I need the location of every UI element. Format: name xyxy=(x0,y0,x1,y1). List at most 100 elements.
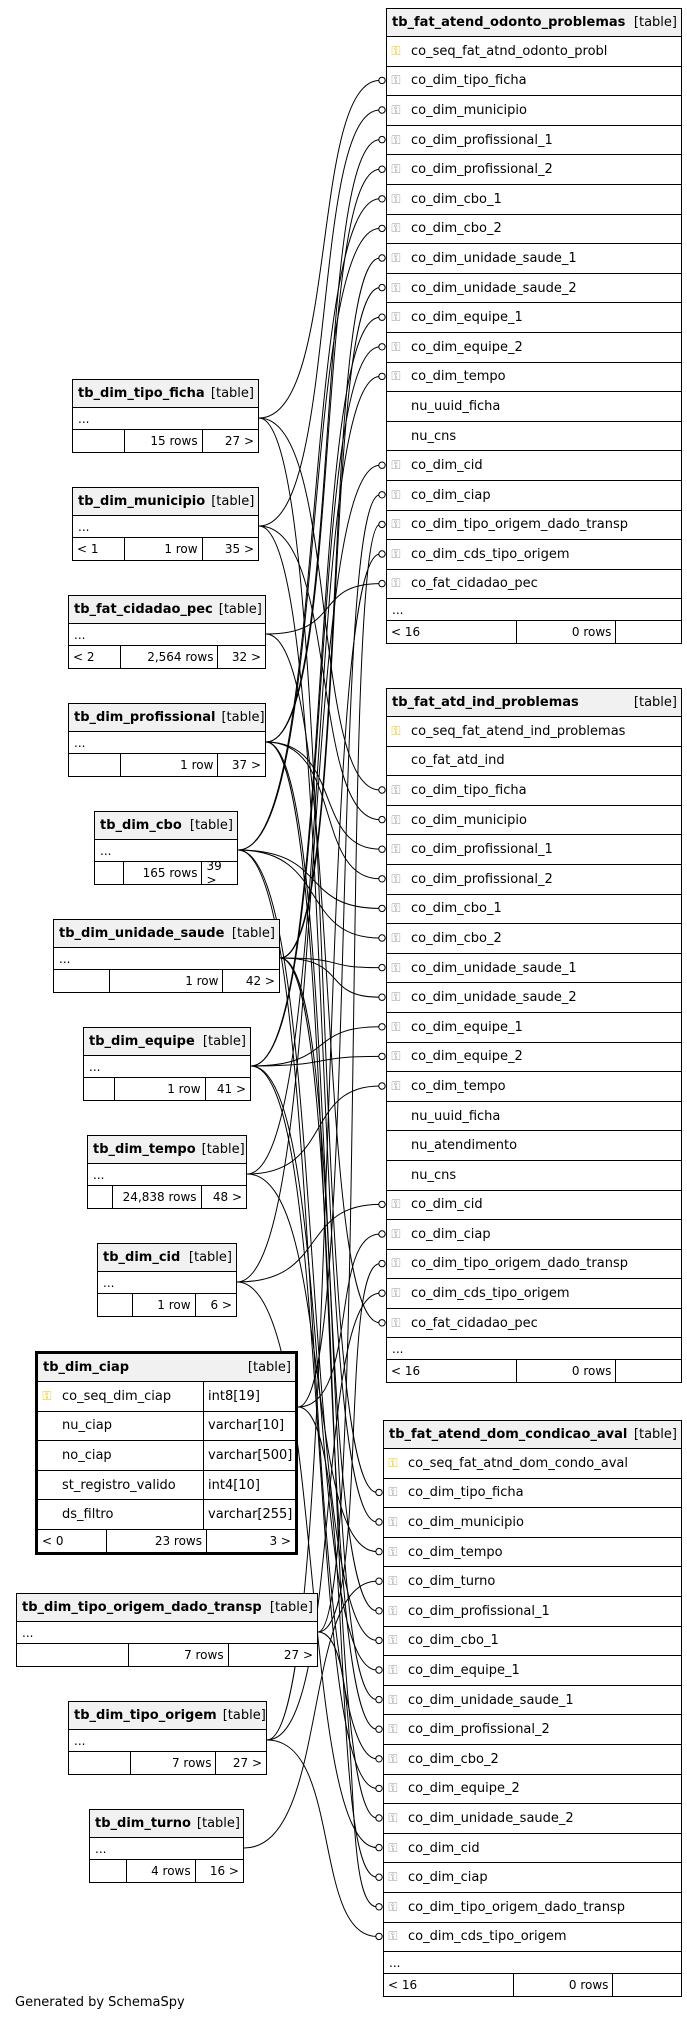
column-name[interactable]: co_dim_municipio xyxy=(411,812,527,828)
column-row[interactable]: ⚿co_dim_unidade_saude_2 xyxy=(387,274,681,304)
column-name[interactable]: co_dim_profissional_2 xyxy=(408,1722,550,1738)
table-header[interactable]: tb_dim_tipo_origem_dado_transp[table] xyxy=(17,1594,317,1622)
column-name[interactable]: co_dim_cid xyxy=(408,1840,480,1856)
column-name[interactable]: co_dim_tipo_ficha xyxy=(411,782,527,798)
column-name[interactable]: co_dim_tipo_origem_dado_transp xyxy=(411,1256,628,1272)
parent-count[interactable] xyxy=(98,1294,132,1316)
column-name[interactable]: nu_cns xyxy=(411,428,457,444)
child-count[interactable]: 42 > xyxy=(222,970,279,992)
column-row[interactable]: ⚿co_dim_tipo_ficha xyxy=(387,67,681,97)
column-row[interactable]: ⚿co_dim_municipio xyxy=(384,1508,681,1538)
column-name[interactable]: co_dim_tempo xyxy=(411,1078,506,1094)
table-name[interactable]: tb_dim_tempo xyxy=(93,1142,196,1157)
table-header[interactable]: tb_dim_cbo[table] xyxy=(95,812,237,840)
column-name[interactable]: co_dim_equipe_2 xyxy=(411,1049,523,1065)
column-row[interactable]: ⚿co_dim_turno xyxy=(384,1567,681,1597)
column-row[interactable]: ⚿co_dim_cbo_2 xyxy=(387,215,681,245)
column-name[interactable]: co_fat_cidadao_pec xyxy=(411,576,538,592)
column-name[interactable]: co_dim_cbo_2 xyxy=(411,221,502,237)
column-name[interactable]: co_dim_tempo xyxy=(411,369,506,385)
column-row[interactable]: ⚿co_dim_profissional_1 xyxy=(387,835,681,865)
child-count[interactable]: 27 > xyxy=(215,1752,266,1774)
table-name[interactable]: tb_dim_cbo xyxy=(100,818,182,833)
table-name[interactable]: tb_dim_tipo_origem_dado_transp xyxy=(22,1600,262,1615)
column-name[interactable]: st_registro_valido xyxy=(62,1477,176,1493)
column-name[interactable]: co_dim_tipo_origem_dado_transp xyxy=(408,1899,625,1915)
column-name[interactable]: co_seq_dim_ciap xyxy=(62,1388,172,1404)
column-name[interactable]: co_dim_equipe_1 xyxy=(411,310,523,326)
child-count[interactable]: 16 > xyxy=(194,1860,243,1882)
parent-count[interactable]: < 2 xyxy=(73,650,95,664)
column-name[interactable]: co_dim_cbo_2 xyxy=(411,930,502,946)
column-name[interactable]: co_dim_unidade_saude_1 xyxy=(408,1692,574,1708)
parent-count[interactable] xyxy=(88,1186,112,1208)
table-header[interactable]: tb_dim_ciap[table] xyxy=(38,1354,295,1382)
column-row[interactable]: ⚿co_seq_fat_atend_ind_problemas xyxy=(387,717,681,747)
child-count[interactable]: 27 > xyxy=(201,430,258,452)
child-count[interactable]: 41 > xyxy=(204,1078,250,1100)
column-name[interactable]: co_dim_cbo_2 xyxy=(408,1751,499,1767)
parent-count[interactable]: < 16 xyxy=(388,1978,418,1993)
column-name[interactable]: co_seq_fat_atnd_odonto_probl xyxy=(411,43,608,59)
column-name[interactable]: co_dim_tempo xyxy=(408,1544,503,1560)
column-row[interactable]: ⚿co_dim_equipe_2 xyxy=(387,333,681,363)
column-name[interactable]: co_dim_cds_tipo_origem xyxy=(411,1286,570,1302)
table-header[interactable]: tb_fat_atend_odonto_problemas[table] xyxy=(387,9,681,37)
child-count[interactable]: 6 > xyxy=(194,1294,236,1316)
column-name[interactable]: nu_ciap xyxy=(62,1418,112,1434)
column-name[interactable]: co_dim_cds_tipo_origem xyxy=(408,1929,567,1945)
table-header[interactable]: tb_dim_tempo[table] xyxy=(88,1136,246,1164)
column-name[interactable]: co_dim_equipe_1 xyxy=(411,1019,523,1035)
column-row[interactable]: ⚿co_dim_cbo_2 xyxy=(384,1745,681,1775)
column-name[interactable]: co_fat_cidadao_pec xyxy=(411,1315,538,1331)
column-name[interactable]: co_dim_municipio xyxy=(411,102,527,118)
column-name[interactable]: co_dim_municipio xyxy=(408,1514,524,1530)
column-name[interactable]: nu_uuid_ficha xyxy=(411,398,501,414)
table-header[interactable]: tb_dim_equipe[table] xyxy=(84,1028,250,1056)
column-row[interactable]: ⚿co_dim_cbo_1 xyxy=(387,895,681,925)
column-name[interactable]: co_dim_profissional_1 xyxy=(408,1603,550,1619)
column-row[interactable]: ⚿co_seq_fat_atnd_odonto_probl xyxy=(387,37,681,67)
column-name[interactable]: co_dim_cds_tipo_origem xyxy=(411,546,570,562)
column-row[interactable]: ⚿co_dim_equipe_1 xyxy=(387,303,681,333)
column-row[interactable]: ⚿co_fat_cidadao_pec xyxy=(387,1309,681,1339)
column-name[interactable]: co_dim_unidade_saude_2 xyxy=(411,990,577,1006)
column-name[interactable]: co_dim_cid xyxy=(411,1197,483,1213)
parent-count[interactable] xyxy=(69,1752,130,1774)
column-row[interactable]: ⚿co_dim_tipo_ficha xyxy=(384,1479,681,1509)
column-row[interactable]: ⚿co_fat_cidadao_pec xyxy=(387,570,681,600)
column-row[interactable]: ⚿co_dim_unidade_saude_1 xyxy=(387,954,681,984)
table-name[interactable]: tb_dim_tipo_origem xyxy=(74,1708,217,1723)
child-count[interactable]: 3 > xyxy=(206,1529,295,1552)
column-row[interactable]: nu_cns xyxy=(387,422,681,452)
parent-count[interactable] xyxy=(17,1644,128,1666)
table-header[interactable]: tb_fat_cidadao_pec[table] xyxy=(69,596,265,624)
column-name[interactable]: co_dim_tipo_origem_dado_transp xyxy=(411,517,628,533)
column-row[interactable]: ⚿co_dim_cbo_2 xyxy=(387,924,681,954)
column-row[interactable]: nu_atendimento xyxy=(387,1131,681,1161)
column-name[interactable]: co_dim_cid xyxy=(411,458,483,474)
column-row[interactable]: ⚿co_dim_unidade_saude_2 xyxy=(384,1804,681,1834)
table-header[interactable]: tb_dim_profissional[table] xyxy=(69,704,265,732)
child-count[interactable] xyxy=(615,1360,681,1383)
column-row[interactable]: ⚿co_dim_cbo_1 xyxy=(384,1627,681,1657)
column-name[interactable]: co_dim_tipo_ficha xyxy=(408,1485,524,1501)
table-name[interactable]: tb_fat_atend_odonto_problemas xyxy=(392,15,626,30)
table-name[interactable]: tb_fat_atend_dom_condicao_aval xyxy=(389,1427,628,1442)
column-name[interactable]: co_dim_cbo_1 xyxy=(408,1633,499,1649)
parent-count[interactable] xyxy=(90,1860,126,1882)
table-name[interactable]: tb_dim_unidade_saude xyxy=(59,926,225,941)
column-row[interactable]: ⚿co_dim_profissional_1 xyxy=(384,1597,681,1627)
parent-count[interactable] xyxy=(54,970,109,992)
column-name[interactable]: co_dim_turno xyxy=(408,1574,496,1590)
parent-count[interactable] xyxy=(84,1078,114,1100)
column-name[interactable]: co_dim_unidade_saude_2 xyxy=(408,1810,574,1826)
column-row[interactable]: ⚿co_dim_equipe_2 xyxy=(387,1043,681,1073)
column-row[interactable]: ⚿co_dim_profissional_2 xyxy=(384,1715,681,1745)
column-name[interactable]: co_dim_equipe_1 xyxy=(408,1662,520,1678)
column-name[interactable]: nu_cns xyxy=(411,1167,457,1183)
column-row[interactable]: ⚿co_dim_tipo_origem_dado_transp xyxy=(387,511,681,541)
column-row[interactable]: ⚿co_dim_unidade_saude_1 xyxy=(384,1686,681,1716)
